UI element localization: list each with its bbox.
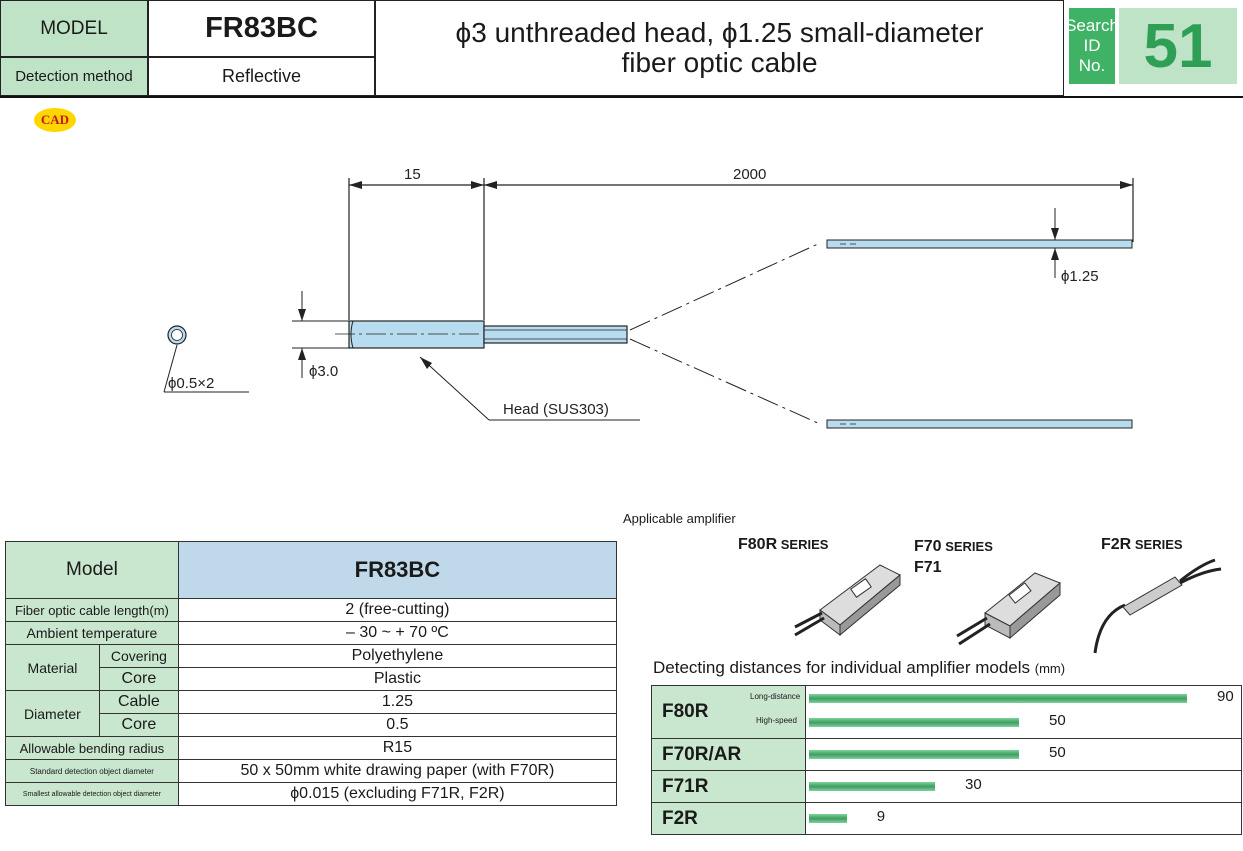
search-number: 51 [1119,8,1237,84]
spec-bending-value: R15 [177,736,618,760]
title-line-2: fiber optic cable [621,47,818,78]
distances-unit: (mm) [1034,661,1066,676]
amplifier-f71-name: F71 [914,559,942,576]
search-id-label: Search ID No. [1065,8,1119,84]
dim-phi05-label: ϕ0.5×2 [168,375,214,392]
distance-chart: F80R Long-distance High-speed 90 50 F70R… [651,685,1242,835]
bar-value-f71r: 30 [965,776,982,793]
header: MODEL FR83BC Detection method Reflective… [0,0,1243,98]
f70-amplifier-image [956,572,1061,646]
search-line-3: No. [1078,56,1106,75]
head-body [348,320,485,349]
bar-sublabel-long: Long-distance [750,692,801,701]
spec-material-core-label: Core [98,667,179,691]
spec-standard-object-value: 50 x 50mm white drawing paper (with F70R… [177,759,618,783]
head-label: Head (SUS303) [503,401,609,418]
method-label: Detection method [0,57,148,96]
bar-f80r-long [809,694,1187,703]
distances-title: Detecting distances for individual ampli… [653,658,1065,678]
title-line-1: ϕ3 unthreaded head, ϕ1.25 small-diameter [455,17,984,48]
amplifier-f80r-suffix: SERIES [777,537,829,552]
distance-row-f70r: F70R/AR 50 [652,738,1241,770]
cad-badge[interactable]: CAD [34,108,76,132]
search-box: Search ID No. 51 [1064,8,1241,88]
dim-15-label: 15 [404,166,421,183]
amplifier-f80r-label: F80R SERIES [738,536,828,554]
amplifier-f2r-label: F2R SERIES [1101,536,1183,554]
bar-f80r-high [809,718,1019,727]
spec-standard-object-label: Standard detection object diameter [5,759,179,783]
bar-value-f80r-long: 90 [1217,688,1234,705]
amplifier-f2r-name: F2R [1101,536,1132,553]
f2r-amplifier-image [1093,558,1222,654]
amplifier-f70-label: F70 SERIES F71 [914,536,993,578]
bar-f2r [809,814,847,823]
spec-cable-length-label: Fiber optic cable length(m) [5,598,179,622]
distances-title-text: Detecting distances for individual ampli… [653,658,1031,677]
distance-row-f71r: F71R 30 [652,770,1241,802]
spec-covering-value: Polyethylene [177,644,618,668]
spec-table: Model FR83BC Fiber optic cable length(m)… [5,541,618,806]
f80r-amplifier-image [794,564,901,637]
method-value: Reflective [148,57,375,96]
cable-upper [826,239,1133,249]
spec-smallest-object-value: ϕ0.015 (excluding F71R, F2R) [177,782,618,806]
amplifier-f70-name: F70 [914,538,942,555]
distance-row-f2r: F2R 9 [652,802,1241,834]
bar-sublabel-high: High-speed [756,716,797,725]
distance-label-f71r: F71R [652,771,806,802]
model-label: MODEL [0,0,148,57]
search-line-1: Search [1065,16,1119,35]
spec-model-value: FR83BC [177,541,618,599]
bar-f71r [809,782,935,791]
amplifier-f80r-name: F80R [738,536,778,553]
cable-lower [826,419,1133,429]
page-title: ϕ3 unthreaded head, ϕ1.25 small-diameter… [375,0,1064,96]
bar-value-f70r: 50 [1049,744,1066,761]
spec-cable-length-value: 2 (free-cutting) [177,598,618,622]
dim-2000-label: 2000 [733,166,766,183]
spec-cable-label: Cable [98,690,179,714]
bar-f70r [809,750,1019,759]
bar-value-f2r: 9 [876,808,886,825]
dim-phi125-label: ϕ1.25 [1061,268,1099,285]
spec-smallest-object-label: Smallest allowable detection object diam… [5,782,179,806]
spec-material-core-value: Plastic [177,667,618,691]
spec-model-label: Model [5,541,179,599]
spec-material-label: Material [5,644,100,691]
spec-ambient-value: – 30 ~ + 70 ºC [177,621,618,645]
distance-label-f70r: F70R/AR [652,739,806,770]
spec-diameter-label: Diameter [5,690,100,737]
spec-diameter-core-label: Core [98,713,179,737]
bar-value-f80r-high: 50 [1049,712,1066,729]
distance-label-f80r: F80R [652,686,806,738]
search-line-2: ID [1083,36,1101,55]
amplifier-heading: Applicable amplifier [623,511,736,526]
dimension-drawing: 15 2000 ϕ3.0 Head (SUS303) ϕ1.25 ϕ0.5×2 [163,166,1134,429]
spec-ambient-label: Ambient temperature [5,621,179,645]
spec-covering-label: Covering [98,644,179,668]
spec-cable-value: 1.25 [177,690,618,714]
spec-diameter-core-value: 0.5 [177,713,618,737]
spec-bending-label: Allowable bending radius [5,736,179,760]
distance-row-f80r: F80R Long-distance High-speed 90 50 [652,686,1241,738]
model-value: FR83BC [148,0,375,57]
head-tube [483,325,628,344]
distance-label-f2r: F2R [652,803,806,834]
amplifier-f2r-suffix: SERIES [1131,537,1183,552]
amplifier-f70-suffix: SERIES [941,539,993,554]
dim-phi3-label: ϕ3.0 [309,363,338,380]
